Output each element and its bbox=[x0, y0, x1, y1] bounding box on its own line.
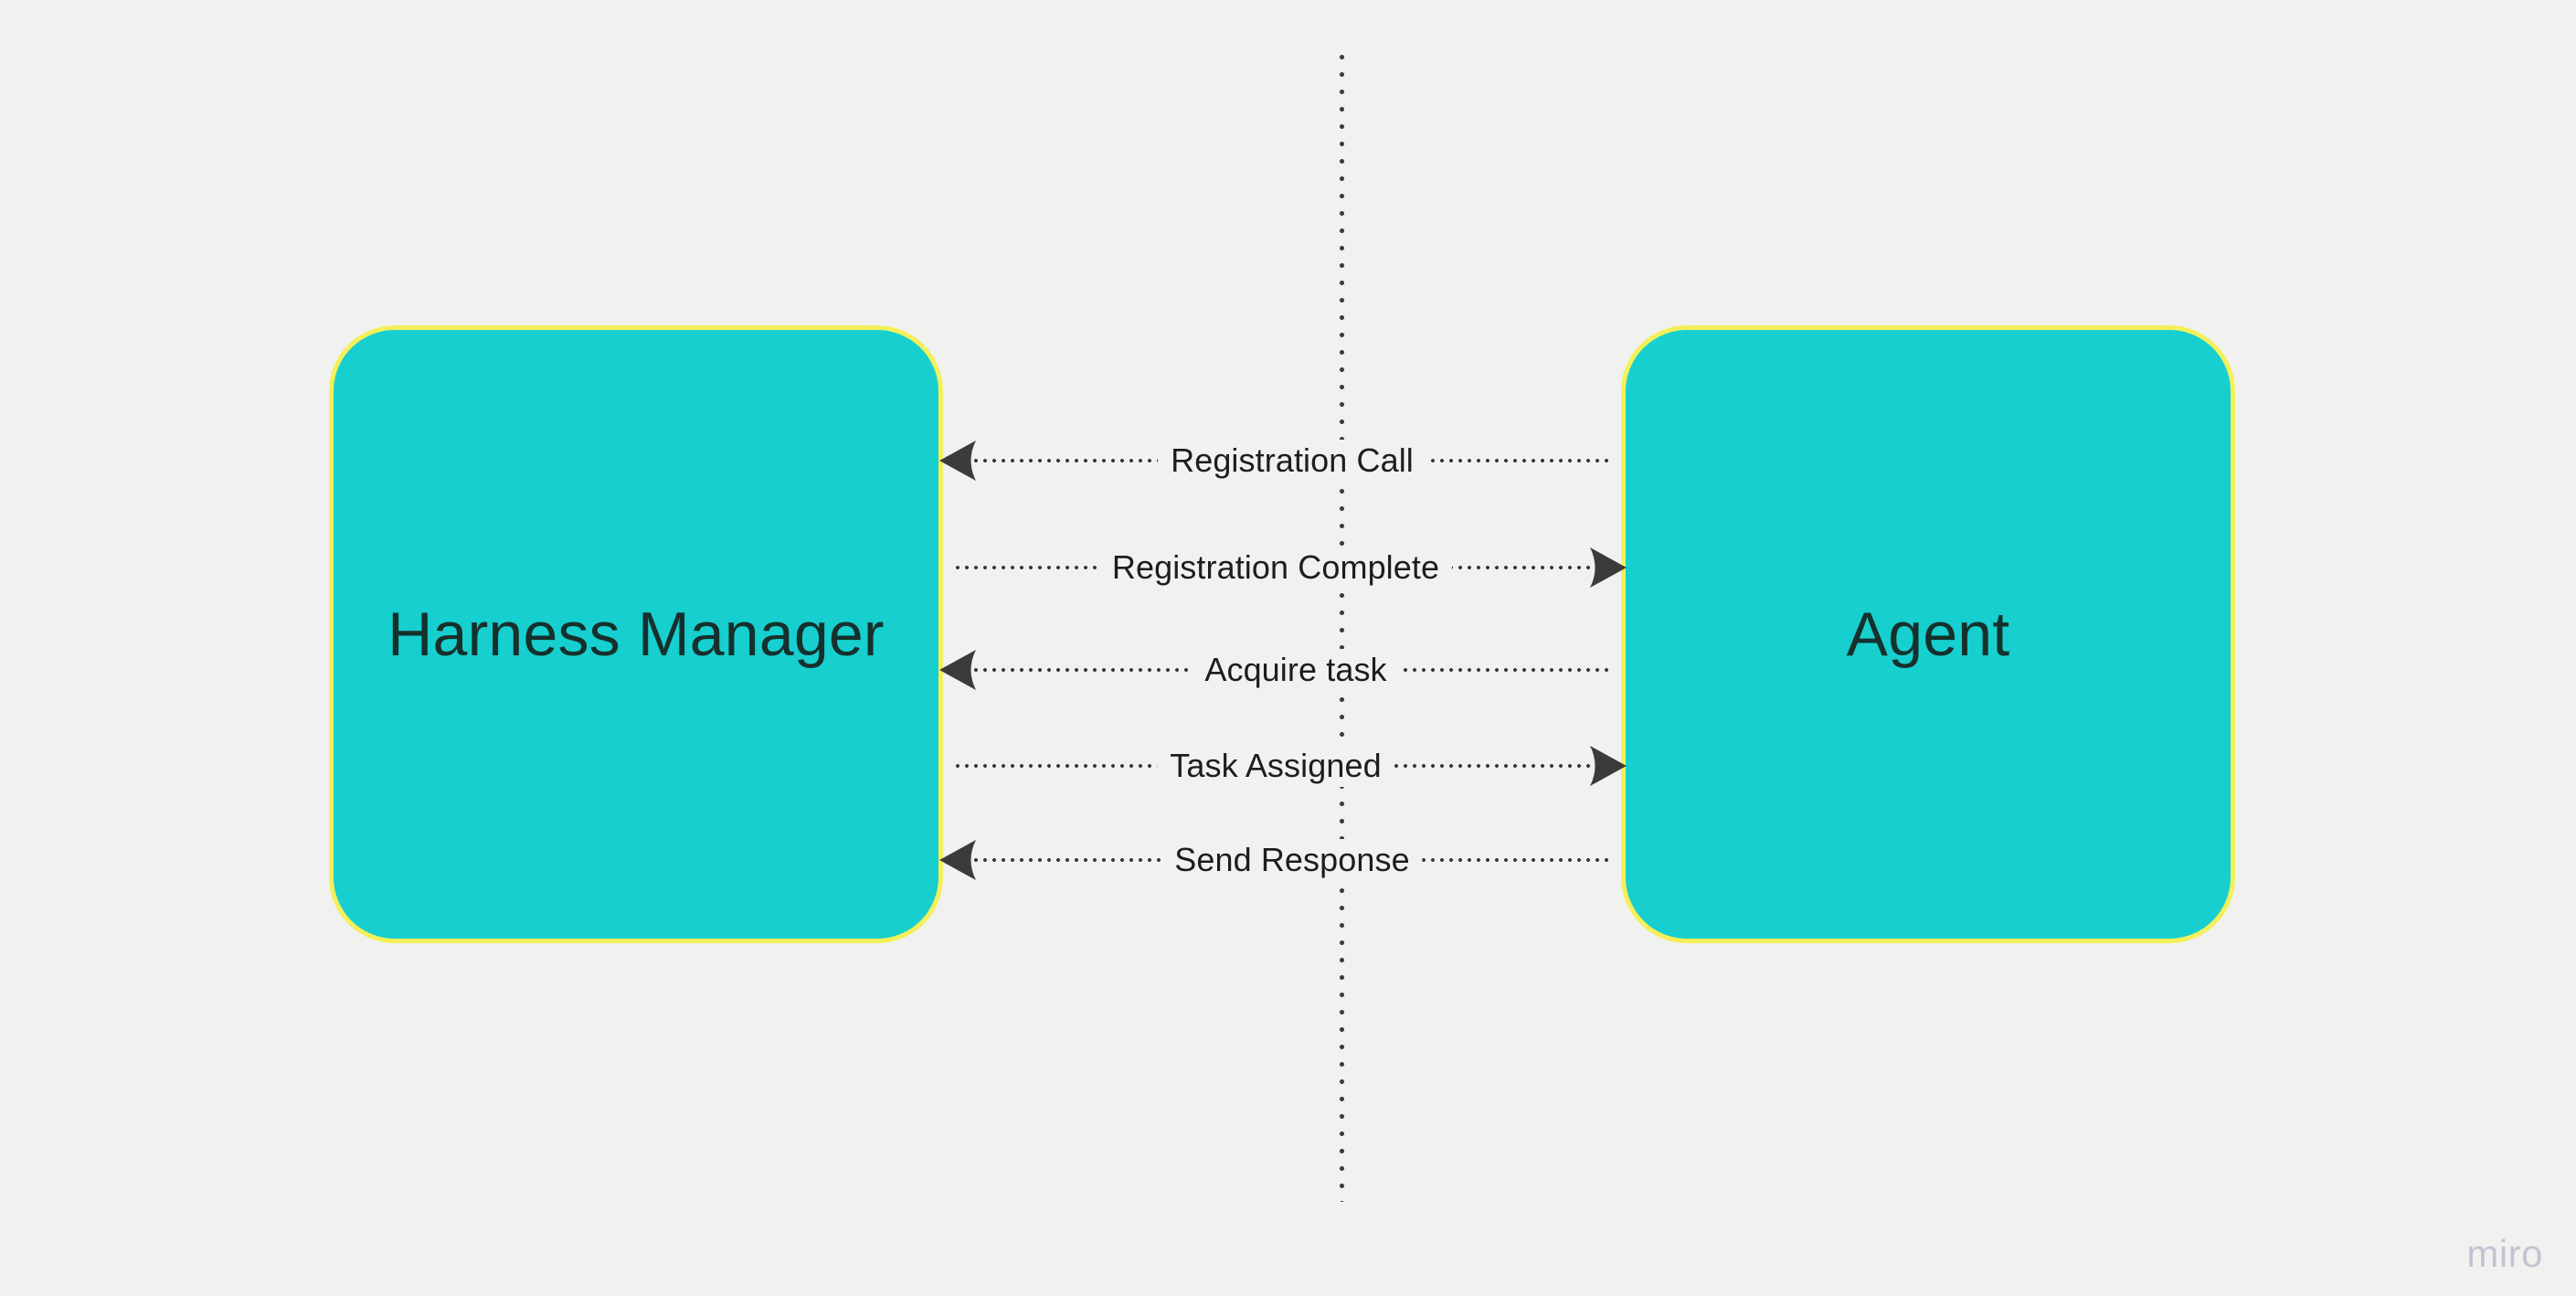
node-agent[interactable]: Agent bbox=[1621, 325, 2235, 943]
message-label: Registration Complete bbox=[1098, 547, 1453, 589]
node-agent-label: Agent bbox=[1846, 599, 2010, 669]
node-harness-manager-label: Harness Manager bbox=[387, 599, 885, 669]
message-label: Acquire task bbox=[1192, 649, 1400, 691]
arrow-left-icon bbox=[938, 648, 978, 692]
node-harness-manager[interactable]: Harness Manager bbox=[329, 325, 943, 943]
message-registration-call[interactable]: Registration Call bbox=[939, 433, 1623, 488]
message-acquire-task[interactable]: Acquire task bbox=[939, 643, 1623, 697]
miro-watermark-logo: miro bbox=[2466, 1232, 2543, 1275]
arrow-left-icon bbox=[938, 838, 978, 882]
message-registration-complete[interactable]: Registration Complete bbox=[943, 540, 1627, 595]
arrow-right-icon bbox=[1588, 546, 1628, 590]
message-label: Registration Call bbox=[1158, 440, 1426, 482]
arrow-right-icon bbox=[1588, 744, 1628, 788]
message-label: Task Assigned bbox=[1157, 745, 1394, 787]
message-task-assigned[interactable]: Task Assigned bbox=[943, 738, 1627, 793]
message-send-response[interactable]: Send Response bbox=[939, 833, 1623, 887]
lifeline-divider bbox=[1340, 55, 1344, 1202]
arrow-left-icon bbox=[938, 439, 978, 483]
message-label: Send Response bbox=[1161, 839, 1423, 881]
